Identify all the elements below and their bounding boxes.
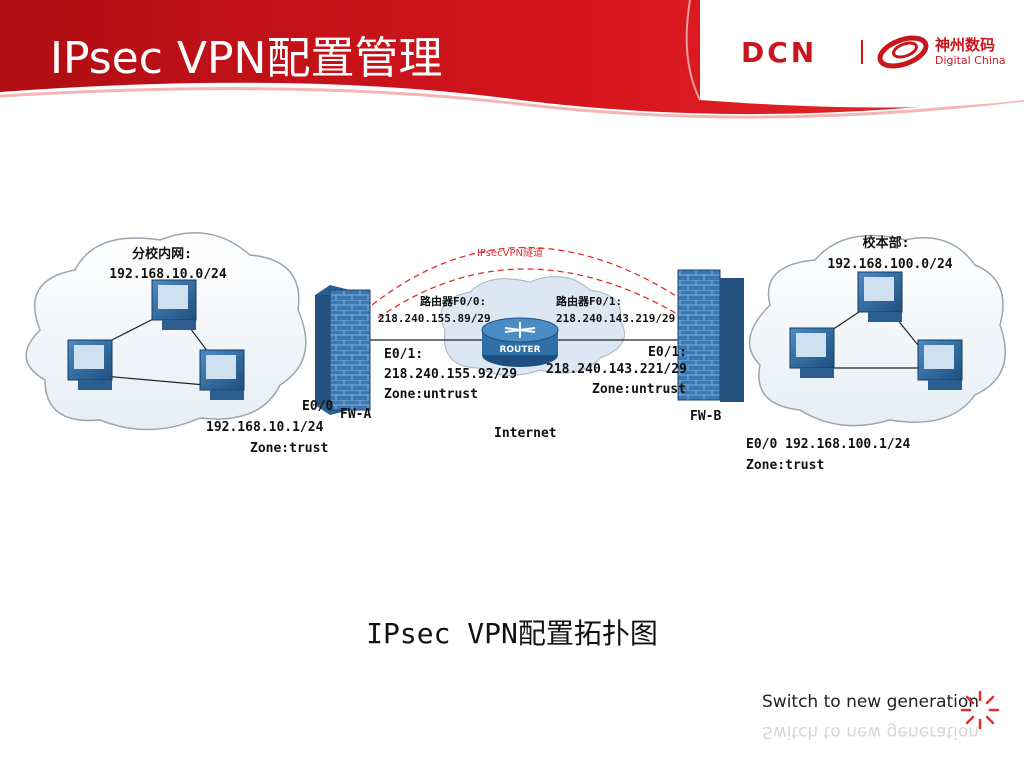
topology-diagram: ROUTER 分校内网: 192.168.10.0/24 IPsecVPN隧道 … — [0, 210, 1024, 500]
sunburst-icon — [960, 690, 1000, 730]
router-name: ROUTER — [499, 345, 540, 355]
fwb-e01-label: E0/1: — [648, 345, 687, 360]
hq-net-addr: 192.168.100.0/24 — [827, 257, 952, 272]
footer-slogan-reflection: Switch to new generation — [762, 722, 980, 742]
logo-cn-text: 神州数码 — [935, 36, 996, 54]
fwa-e00-zone: Zone:trust — [250, 441, 328, 456]
fwb-e00-zone: Zone:trust — [746, 458, 824, 473]
branch-net-title: 分校内网: — [132, 246, 192, 262]
branch-pc-3 — [199, 349, 245, 400]
page-title: IPsec VPN配置管理 — [50, 33, 443, 84]
digital-china-swirl-icon — [877, 35, 929, 69]
dcn-logo-text: DCN — [741, 36, 818, 69]
topology-svg: ROUTER 分校内网: 192.168.10.0/24 IPsecVPN隧道 … — [25, 231, 1007, 473]
logo-en-text: Digital China — [935, 54, 1006, 67]
tunnel-label: IPsecVPN隧道 — [477, 246, 543, 259]
fwb-e00-line: E0/0 192.168.100.1/24 — [746, 437, 911, 452]
fwa-e01-zone: Zone:untrust — [384, 387, 478, 402]
branch-net-addr: 192.168.10.0/24 — [109, 267, 227, 282]
dcn-logo: DCN 神州数码 Digital China — [735, 30, 1015, 80]
fw-b-firewall — [677, 269, 744, 402]
hq-pc-1 — [857, 271, 903, 322]
router-icon: ROUTER — [481, 317, 559, 367]
fwa-name: FW-A — [340, 407, 371, 422]
fw-a-firewall — [315, 285, 371, 415]
router-f00-label: 路由器F0/0: — [420, 294, 486, 308]
branch-cloud — [25, 231, 307, 431]
logo-divider — [861, 40, 863, 64]
header-banner: IPsec VPN配置管理 DCN 神州数码 Digital China — [0, 0, 1024, 120]
hq-net-title: 校本部: — [863, 235, 910, 251]
fwb-e01-addr: 218.240.143.221/29 — [546, 362, 687, 377]
branch-pc-2 — [67, 339, 113, 390]
branch-pc-1 — [151, 279, 197, 330]
fwb-e01-zone: Zone:untrust — [592, 382, 686, 397]
footer-slogan: Switch to new generation — [762, 692, 980, 712]
fwb-name: FW-B — [690, 409, 721, 424]
router-f01-addr: 218.240.143.219/29 — [556, 312, 675, 325]
router-f01-label: 路由器F0/1: — [556, 294, 622, 308]
hq-pc-3 — [917, 339, 963, 390]
router-f00-addr: 218.240.155.89/29 — [378, 312, 491, 325]
ipsec-tunnel — [371, 246, 691, 319]
fwa-e01-label: E0/1: — [384, 347, 423, 362]
fwa-e01-addr: 218.240.155.92/29 — [384, 367, 517, 382]
fwa-e00-addr: 192.168.10.1/24 — [206, 420, 324, 435]
hq-pc-2 — [789, 327, 835, 378]
internet-label: Internet — [494, 426, 557, 441]
diagram-caption: IPsec VPN配置拓扑图 — [366, 617, 658, 650]
fwa-e00-label: E0/0 — [302, 399, 333, 414]
